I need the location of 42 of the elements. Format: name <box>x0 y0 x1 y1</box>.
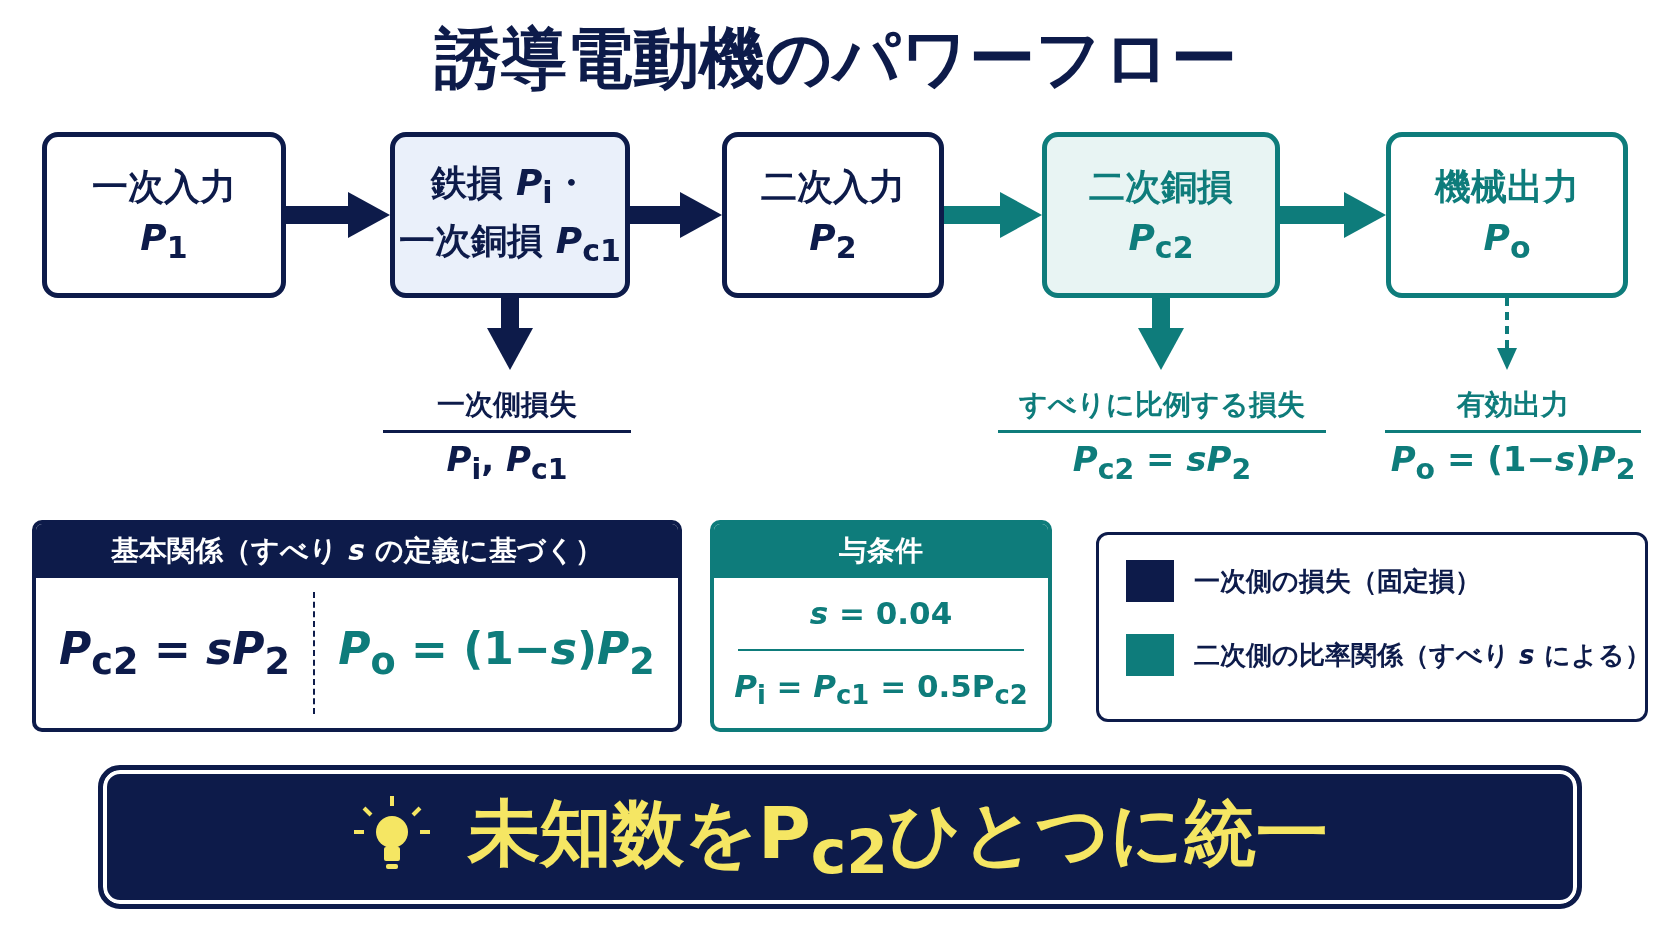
box-label: 二次銅損 <box>1089 164 1233 209</box>
formula-text: P$_{i}$ = P$_{c1}$ = 0.5P$_{c2}$ <box>734 668 1028 711</box>
title: 誘導電動機のパワーフロー <box>433 19 1238 99</box>
formula-text: s = 0.04 <box>809 595 953 632</box>
formula-text: P$_{i}$, P$_{c1}$ <box>445 438 569 488</box>
arrow <box>630 192 722 238</box>
formula-text: P$_{o}$ = (1−s)P$_{2}$ <box>1389 438 1637 488</box>
caption-text: 有効出力 <box>1385 380 1641 434</box>
caption-text: 一次側損失 <box>383 380 631 434</box>
process-box <box>42 132 286 298</box>
process-box <box>390 132 630 298</box>
info-panel <box>710 520 1052 732</box>
formula-text: P$_{c2}$ = sP$_{2}$ <box>59 623 291 683</box>
box-label: 一次入力 <box>92 164 236 209</box>
formula-text: P$_{o}$ = (1−s)P$_{2}$ <box>338 623 655 683</box>
box-label: 二次入力 <box>761 164 905 209</box>
arrow <box>1138 298 1184 370</box>
banner <box>98 765 1582 909</box>
panel-header: 基本関係（すべり s の定義に基づく） <box>36 524 678 578</box>
formula-text: P$_{c2}$ = sP$_{2}$ <box>1071 438 1253 488</box>
box-label: P$_{c2}$ <box>1128 215 1194 267</box>
arrow <box>487 298 533 370</box>
dashed-arrow <box>1497 298 1517 370</box>
arrow <box>1280 192 1386 238</box>
process-box <box>722 132 944 298</box>
legend-frame <box>1096 532 1648 722</box>
banner-text: 未知数をP$_{c2}$ひとつに統一 <box>467 790 1329 888</box>
arrow <box>286 192 390 238</box>
legend-text: 二次側の比率関係（すべり s による） <box>1194 639 1651 672</box>
process-box <box>1386 132 1628 298</box>
box-label: 一次銅損 P$_{c1}$ <box>399 219 621 270</box>
info-panel <box>32 520 682 732</box>
box-label: P$_{o}$ <box>1483 215 1531 267</box>
panel-header: 与条件 <box>714 524 1048 578</box>
box-label: P$_{2}$ <box>809 215 857 267</box>
box-label: P$_{1}$ <box>140 215 188 267</box>
arrow <box>944 192 1042 238</box>
process-box <box>1042 132 1280 298</box>
box-label: 鉄損 P$_{i}$・ <box>431 161 589 212</box>
caption-text: すべりに比例する損失 <box>998 380 1326 434</box>
box-label: 機械出力 <box>1435 164 1579 209</box>
legend-text: 一次側の損失（固定損） <box>1194 565 1481 598</box>
